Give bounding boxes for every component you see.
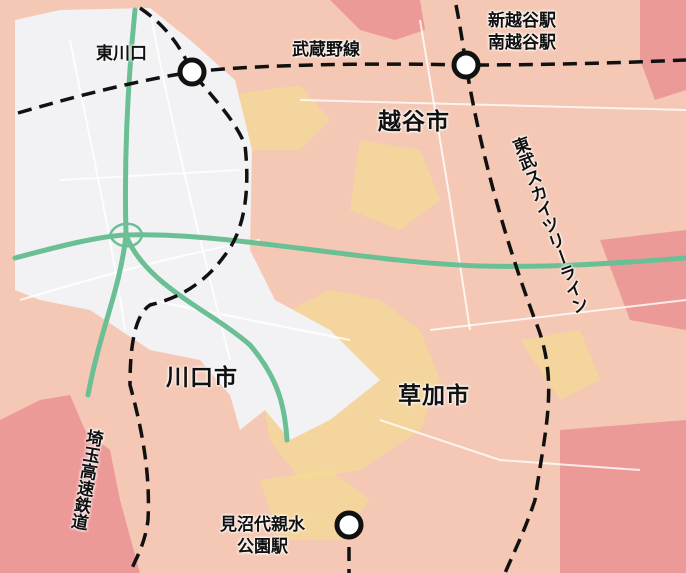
expressway-junction xyxy=(108,222,144,248)
station-marker-minumadai[interactable] xyxy=(334,510,364,540)
minor-road xyxy=(429,299,686,331)
urban-area-east xyxy=(600,230,686,330)
minor-road xyxy=(419,19,471,331)
city-label-kawaguchi: 川口市 xyxy=(166,365,238,391)
expressway xyxy=(12,232,686,269)
residential-area-north xyxy=(230,85,330,150)
urban-area-southwest xyxy=(0,395,140,573)
built-up-area-kawaguchi xyxy=(15,8,380,440)
residential-area-east xyxy=(520,330,600,400)
minor-road xyxy=(59,169,241,181)
minor-road xyxy=(19,239,261,301)
station-marker-higashi-kawaguchi[interactable] xyxy=(177,57,207,87)
station-label-shin-koshigaya: 新越谷駅 南越谷駅 xyxy=(488,11,556,53)
urban-area-north xyxy=(330,0,425,40)
expressway xyxy=(85,7,138,398)
minor-road xyxy=(149,299,351,341)
rail-line-tobu-skytree[interactable] xyxy=(454,4,551,573)
minor-road xyxy=(299,99,686,111)
line-label-musashino: 武蔵野線 xyxy=(292,40,360,60)
expressway xyxy=(123,232,290,443)
minor-road xyxy=(379,419,641,471)
residential-area-koshigaya xyxy=(350,140,440,230)
urban-area-northeast xyxy=(640,0,686,100)
urban-area-southeast xyxy=(560,420,686,573)
station-label-minumadai: 見沼代親水 公園駅 xyxy=(220,515,305,557)
city-label-soka: 草加市 xyxy=(398,383,470,409)
rail-line-musashino[interactable] xyxy=(17,58,686,115)
station-label-higashi-kawaguchi: 東川口 xyxy=(96,44,147,64)
minor-road xyxy=(69,39,126,331)
station-marker-shin-koshigaya[interactable] xyxy=(451,50,481,80)
city-label-koshigaya: 越谷市 xyxy=(378,109,450,135)
